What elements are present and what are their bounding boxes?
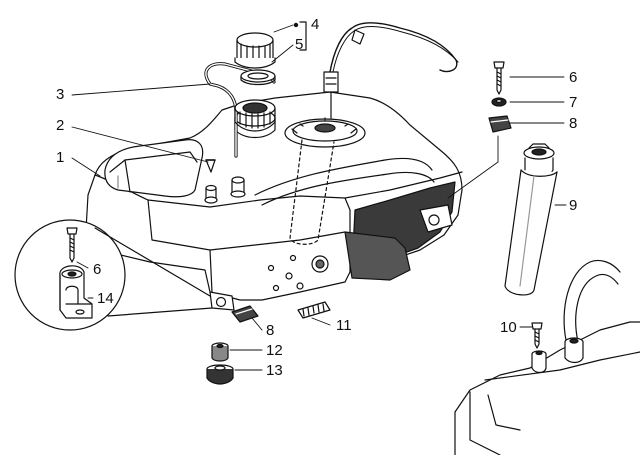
callout-part-3: 3 bbox=[56, 86, 65, 103]
callout-part-6-inset: 6 bbox=[93, 261, 102, 278]
callout-part-2: 2 bbox=[56, 117, 65, 134]
callout-part-11: 11 bbox=[336, 317, 352, 334]
clip-nut-icon bbox=[231, 305, 259, 323]
callout-part-10: 10 bbox=[500, 319, 517, 336]
leader-lines bbox=[71, 24, 567, 371]
callout-part-9: 9 bbox=[569, 197, 578, 214]
screw-icon bbox=[531, 322, 543, 349]
mounting-bracket-icon bbox=[59, 265, 93, 319]
callout-part-14: 14 bbox=[97, 290, 114, 307]
reference-tank-icon bbox=[454, 259, 640, 455]
callout-part-13: 13 bbox=[266, 362, 283, 379]
callout-part-1: 1 bbox=[56, 149, 65, 166]
wire-harness-icon bbox=[323, 22, 459, 119]
fuel-tank-icon bbox=[85, 91, 463, 311]
callout-part-5: 5 bbox=[295, 36, 304, 53]
screw-icon bbox=[66, 227, 78, 263]
fuel-pump-icon bbox=[504, 143, 558, 296]
callout-part-12: 12 bbox=[266, 342, 283, 359]
callout-part-6: 6 bbox=[569, 69, 578, 86]
spacer-bushing-icon bbox=[211, 342, 229, 362]
rubber-grommet-icon bbox=[206, 364, 234, 385]
callout-part-4: 4 bbox=[311, 16, 320, 33]
callout-part-8: 8 bbox=[569, 115, 578, 132]
rubber-strip-icon bbox=[297, 301, 331, 319]
clip-nut-icon bbox=[488, 115, 512, 133]
filler-neck-ring-icon bbox=[234, 99, 276, 132]
washer-icon bbox=[491, 97, 507, 107]
vent-valve-icon bbox=[205, 159, 216, 173]
screw-icon bbox=[493, 61, 505, 95]
cap-seal-icon bbox=[240, 69, 276, 86]
filler-cap-icon bbox=[234, 32, 276, 69]
callout-part-7: 7 bbox=[569, 94, 578, 111]
callout-part-8-lower: 8 bbox=[266, 322, 275, 339]
